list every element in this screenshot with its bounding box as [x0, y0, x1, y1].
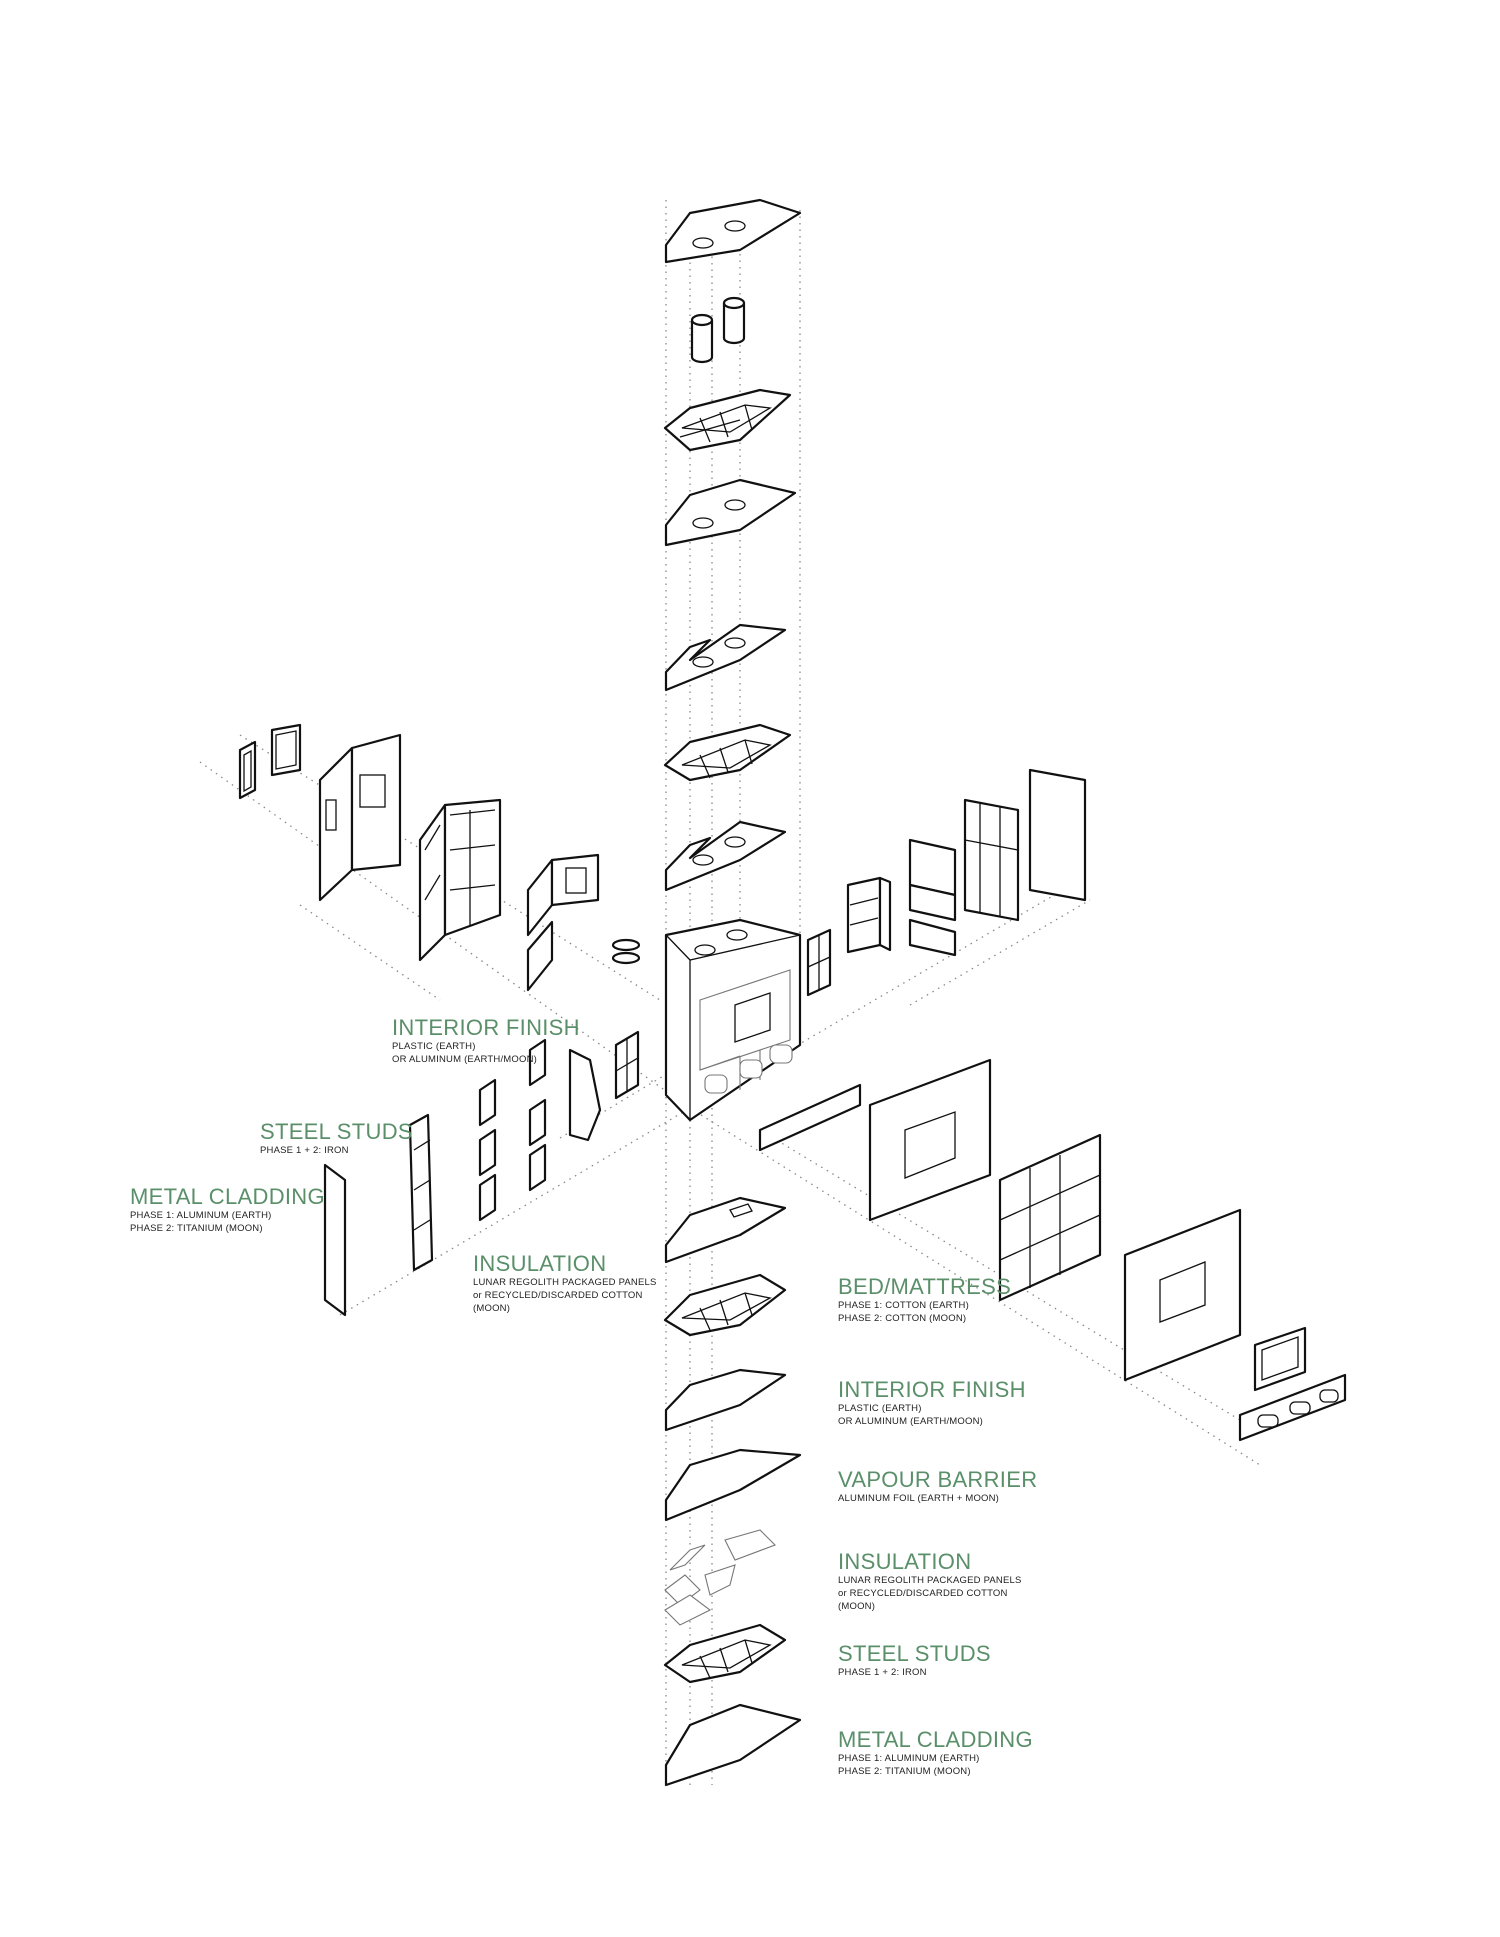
label-insulation-wall: INSULATION LUNAR REGOLITH PACKAGED PANEL… — [473, 1252, 657, 1315]
back-wall-cladding-panels — [318, 733, 402, 902]
label-steel-studs-wall: STEEL STUDS PHASE 1 + 2: IRON — [260, 1120, 413, 1157]
right-insulation-panels — [908, 838, 957, 957]
label-line: PHASE 1 + 2: IRON — [260, 1145, 349, 1156]
floor-vapour-barrier — [664, 1448, 802, 1522]
label-title: METAL CLADDING — [838, 1727, 1033, 1752]
floor-bed-mattress — [664, 1196, 787, 1264]
label-line: ALUMINUM FOIL (EARTH + MOON) — [838, 1493, 1000, 1504]
label-title: INSULATION — [473, 1251, 607, 1276]
label-insulation-floor: INSULATION LUNAR REGOLITH PACKAGED PANEL… — [838, 1550, 1022, 1613]
label-title: INSULATION — [838, 1549, 972, 1574]
right-window-grid — [806, 928, 832, 997]
front-metal-cladding — [1123, 1208, 1242, 1382]
left-steel-studs — [408, 1113, 434, 1272]
label-steel-studs-floor: STEEL STUDS PHASE 1 + 2: IRON — [838, 1642, 991, 1679]
label-title: BED/MATTRESS — [838, 1274, 1012, 1299]
label-metal-cladding-wall: METAL CLADDING PHASE 1: ALUMINUM (EARTH)… — [130, 1185, 325, 1235]
label-line: PHASE 1 + 2: IRON — [838, 1667, 927, 1678]
floor-bed-frame — [663, 1273, 787, 1337]
label-line: PHASE 2: TITANIUM (MOON) — [838, 1766, 971, 1777]
left-insulation-panels — [478, 1038, 547, 1222]
roof-interior-finish — [664, 478, 797, 547]
label-interior-finish-floor: INTERIOR FINISH PLASTIC (EARTH) OR ALUMI… — [838, 1378, 1026, 1428]
right-cladding-panel — [1028, 768, 1087, 902]
window-sash-right — [1253, 1326, 1307, 1392]
label-line: or RECYCLED/DISCARDED COTTON — [473, 1290, 643, 1301]
front-steel-studs — [998, 1133, 1102, 1302]
label-line: LUNAR REGOLITH PACKAGED PANELS — [838, 1575, 1022, 1586]
label-line: (MOON) — [838, 1601, 876, 1612]
label-title: INTERIOR FINISH — [392, 1015, 580, 1040]
label-line: PLASTIC (EARTH) — [838, 1403, 922, 1414]
ceiling-vapour-barrier — [664, 623, 787, 692]
label-line: PHASE 2: TITANIUM (MOON) — [130, 1223, 263, 1234]
bed-drawers — [1238, 1373, 1347, 1442]
bench-panel — [758, 1083, 862, 1152]
label-vapour-barrier: VAPOUR BARRIER ALUMINUM FOIL (EARTH + MO… — [838, 1468, 1037, 1505]
label-line: OR ALUMINUM (EARTH/MOON) — [392, 1054, 538, 1065]
back-wall-insulation — [526, 853, 600, 992]
label-interior-finish-wall: INTERIOR FINISH PLASTIC (EARTH) OR ALUMI… — [392, 1016, 580, 1066]
label-title: STEEL STUDS — [838, 1641, 991, 1666]
label-title: METAL CLADDING — [130, 1184, 325, 1209]
roof-hatch-cylinders — [690, 296, 746, 364]
label-bed-mattress: BED/MATTRESS PHASE 1: COTTON (EARTH) PHA… — [838, 1275, 1011, 1325]
ceiling-steel-studs — [663, 723, 792, 782]
label-line: PLASTIC (EARTH) — [392, 1041, 476, 1052]
ceiling-insulation — [664, 820, 787, 892]
floor-interior-finish — [664, 1368, 787, 1432]
floor-steel-studs — [663, 1623, 787, 1684]
floor-metal-cladding — [664, 1703, 802, 1787]
back-wall-steel-studs — [418, 798, 502, 962]
label-line: PHASE 1: COTTON (EARTH) — [838, 1300, 969, 1311]
left-interior-finish-panel — [568, 1048, 602, 1142]
label-line: PHASE 1: ALUMINUM (EARTH) — [130, 1210, 272, 1221]
window-frame-small — [238, 740, 257, 800]
label-line: or RECYCLED/DISCARDED COTTON — [838, 1588, 1008, 1599]
label-metal-cladding-floor: METAL CLADDING PHASE 1: ALUMINUM (EARTH)… — [838, 1728, 1033, 1778]
label-title: STEEL STUDS — [260, 1119, 413, 1144]
right-shelf-unit — [846, 876, 892, 954]
front-interior-finish-panel — [868, 1058, 992, 1222]
roof-steel-studs — [663, 388, 792, 452]
bed-cushions — [611, 938, 641, 965]
label-line: OR ALUMINUM (EARTH/MOON) — [838, 1416, 984, 1427]
assembled-pod — [664, 918, 802, 1122]
floor-insulation — [664, 1529, 776, 1626]
label-title: INTERIOR FINISH — [838, 1377, 1026, 1402]
right-steel-studs — [963, 798, 1020, 922]
label-line: PHASE 2: COTTON (MOON) — [838, 1313, 967, 1324]
window-glass — [270, 723, 302, 777]
roof-cladding-panel — [664, 198, 802, 264]
label-title: VAPOUR BARRIER — [838, 1467, 1038, 1492]
label-line: (MOON) — [473, 1303, 511, 1314]
interior-window-grid-left — [614, 1030, 640, 1100]
left-metal-cladding — [323, 1163, 347, 1317]
label-line: PHASE 1: ALUMINUM (EARTH) — [838, 1753, 980, 1764]
label-line: LUNAR REGOLITH PACKAGED PANELS — [473, 1277, 657, 1288]
